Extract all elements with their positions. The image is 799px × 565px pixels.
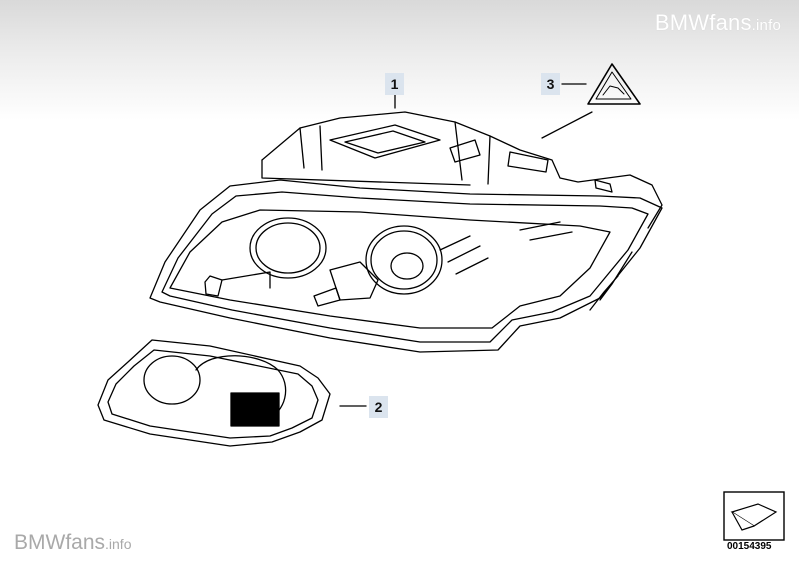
document-number: 00154395 bbox=[727, 541, 772, 552]
callout-3[interactable]: 3 bbox=[541, 73, 560, 95]
header-gradient bbox=[0, 0, 799, 120]
watermark-top: BMWfans.info bbox=[654, 10, 781, 35]
warning-triangle-icon bbox=[587, 63, 641, 105]
marking-label bbox=[230, 392, 280, 427]
leader-3b bbox=[541, 111, 593, 139]
folded-arrow-icon bbox=[723, 491, 785, 541]
lens-cover bbox=[97, 339, 331, 447]
callout-1[interactable]: 1 bbox=[385, 73, 404, 95]
callout-2[interactable]: 2 bbox=[369, 396, 388, 418]
headlight-assembly bbox=[149, 111, 663, 353]
watermark-bottom: BMWfans.info bbox=[14, 531, 132, 554]
